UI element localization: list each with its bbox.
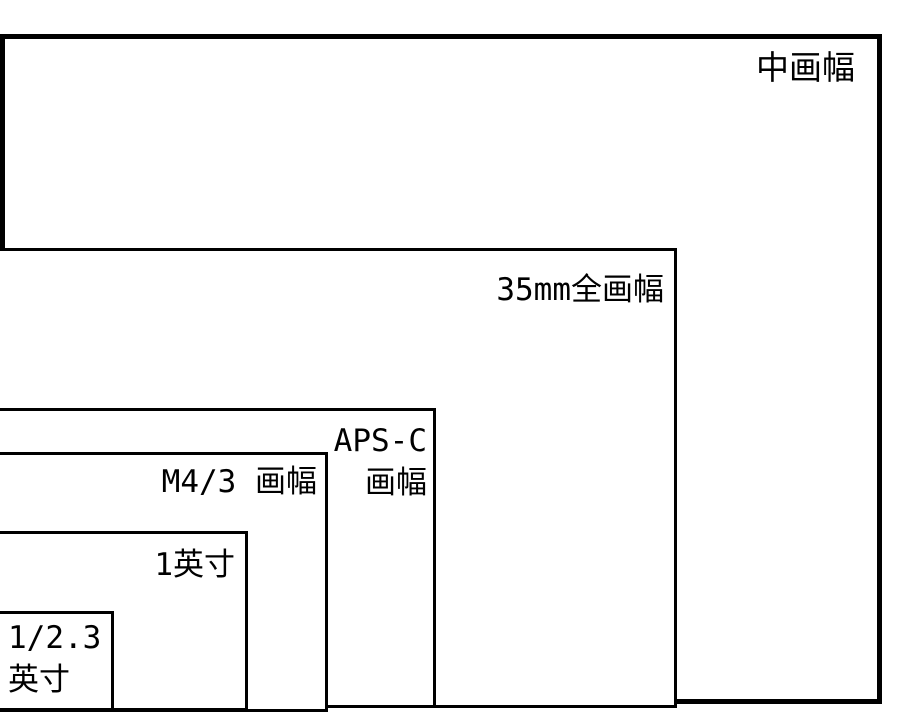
small-sensor-label: 1/2.3 英寸 (8, 620, 102, 698)
one-inch-label: 1英寸 (154, 547, 235, 583)
full-frame-label: 35mm全画幅 (496, 272, 664, 308)
apsc-label: APS-C 画幅 (333, 423, 427, 501)
medium-format-label: 中画幅 (756, 48, 855, 87)
m43-label: M4/3 画幅 (161, 464, 317, 500)
small-sensor-frame: 1/2.3 英寸 (0, 611, 114, 711)
